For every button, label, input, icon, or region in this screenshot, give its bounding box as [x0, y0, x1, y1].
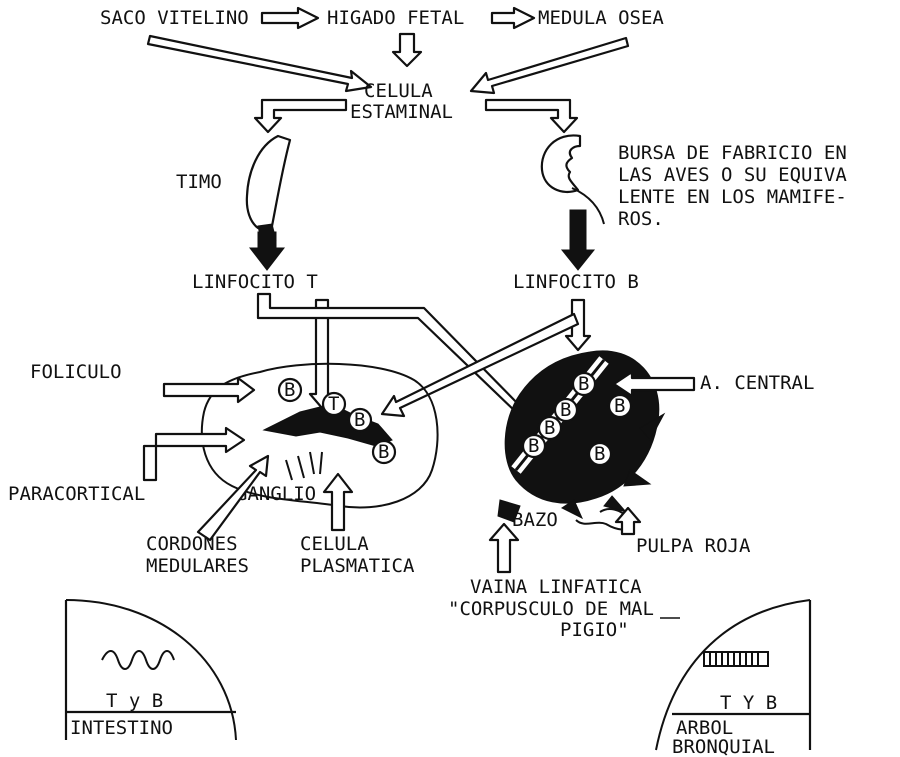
paracortical-label: PARACORTICAL: [8, 483, 145, 505]
lymph-sheath-line1: VAINA LINFATICA: [470, 576, 642, 598]
bursa-label-line2: LAS AVES O SU EQUIVA: [618, 164, 847, 186]
arrow-paracortical: [144, 428, 244, 480]
stem-cell-line1: CELULA: [364, 80, 433, 102]
arrow-liver-down: [393, 34, 421, 66]
spleen-cell-1: B: [578, 373, 589, 395]
spleen-cell-5: B: [614, 395, 625, 417]
spleen-cell-3: B: [544, 417, 555, 439]
bursa-label-line4: ROS.: [618, 208, 664, 230]
intestine-cells-label: T y B: [106, 690, 163, 712]
spleen-cell-4: B: [528, 435, 539, 457]
fetal-liver-label: HIGADO FETAL: [327, 7, 464, 29]
lymph-sheath-line3: PIGIO": [560, 619, 629, 641]
node-cell-b2: B: [354, 409, 365, 431]
medullary-cords-line1: CORDONES: [146, 533, 238, 555]
red-pulp-label: PULPA ROJA: [636, 535, 751, 557]
bursa-label-line1: BURSA DE FABRICIO EN: [618, 142, 847, 164]
plasma-cell-line2: PLASMATICA: [300, 555, 415, 577]
arrow-thymus-to-t: [250, 232, 284, 270]
bronchus-label-line2: BRONQUIAL: [672, 736, 775, 757]
arrow-yolk-to-liver: [262, 8, 318, 28]
arrow-bursa-to-b: [562, 210, 594, 270]
intestine-label: INTESTINO: [70, 717, 173, 739]
arrow-stem-to-bursa: [486, 100, 577, 132]
intestine-villi-icon: [102, 651, 174, 669]
node-cell-b3: B: [378, 441, 389, 463]
stem-cell-line2: ESTAMINAL: [350, 101, 453, 123]
medullary-cords-line2: MEDULARES: [146, 555, 249, 577]
yolk-sac-label: SACO VITELINO: [100, 7, 249, 29]
arrow-yolk-to-stem: [148, 36, 371, 91]
bronchus-cells-label: T Y B: [720, 692, 777, 714]
arrow-lymph-sheath: [490, 524, 518, 572]
spleen-cell-6: B: [594, 443, 605, 465]
arrow-plasma-cell: [324, 474, 352, 530]
spleen-cell-2: B: [560, 399, 571, 421]
node-cell-t: T: [328, 393, 339, 415]
node-cell-b1: B: [284, 379, 295, 401]
thymus-label: TIMO: [176, 171, 222, 193]
central-artery-label: A. CENTRAL: [700, 372, 814, 394]
arrow-marrow-to-stem: [471, 38, 628, 93]
thymus-icon: [247, 136, 290, 244]
arrow-liver-to-marrow: [492, 8, 534, 28]
bursa-label-line3: LENTE EN LOS MAMIFE-: [618, 186, 847, 208]
lymphocyte-t-label: LINFOCITO T: [192, 271, 318, 293]
arrow-stem-to-thymus: [255, 100, 346, 132]
bronchus-cartilage-icon: [704, 652, 768, 666]
follicle-label: FOLICULO: [30, 361, 122, 383]
spleen-label: BAZO: [512, 509, 558, 531]
plasma-cell-line1: CELULA: [300, 533, 369, 555]
lymphocyte-b-label: LINFOCITO B: [513, 271, 639, 293]
bone-marrow-label: MEDULA OSEA: [538, 7, 664, 29]
lymph-sheath-line2: "CORPUSCULO DE MAL: [448, 598, 654, 620]
